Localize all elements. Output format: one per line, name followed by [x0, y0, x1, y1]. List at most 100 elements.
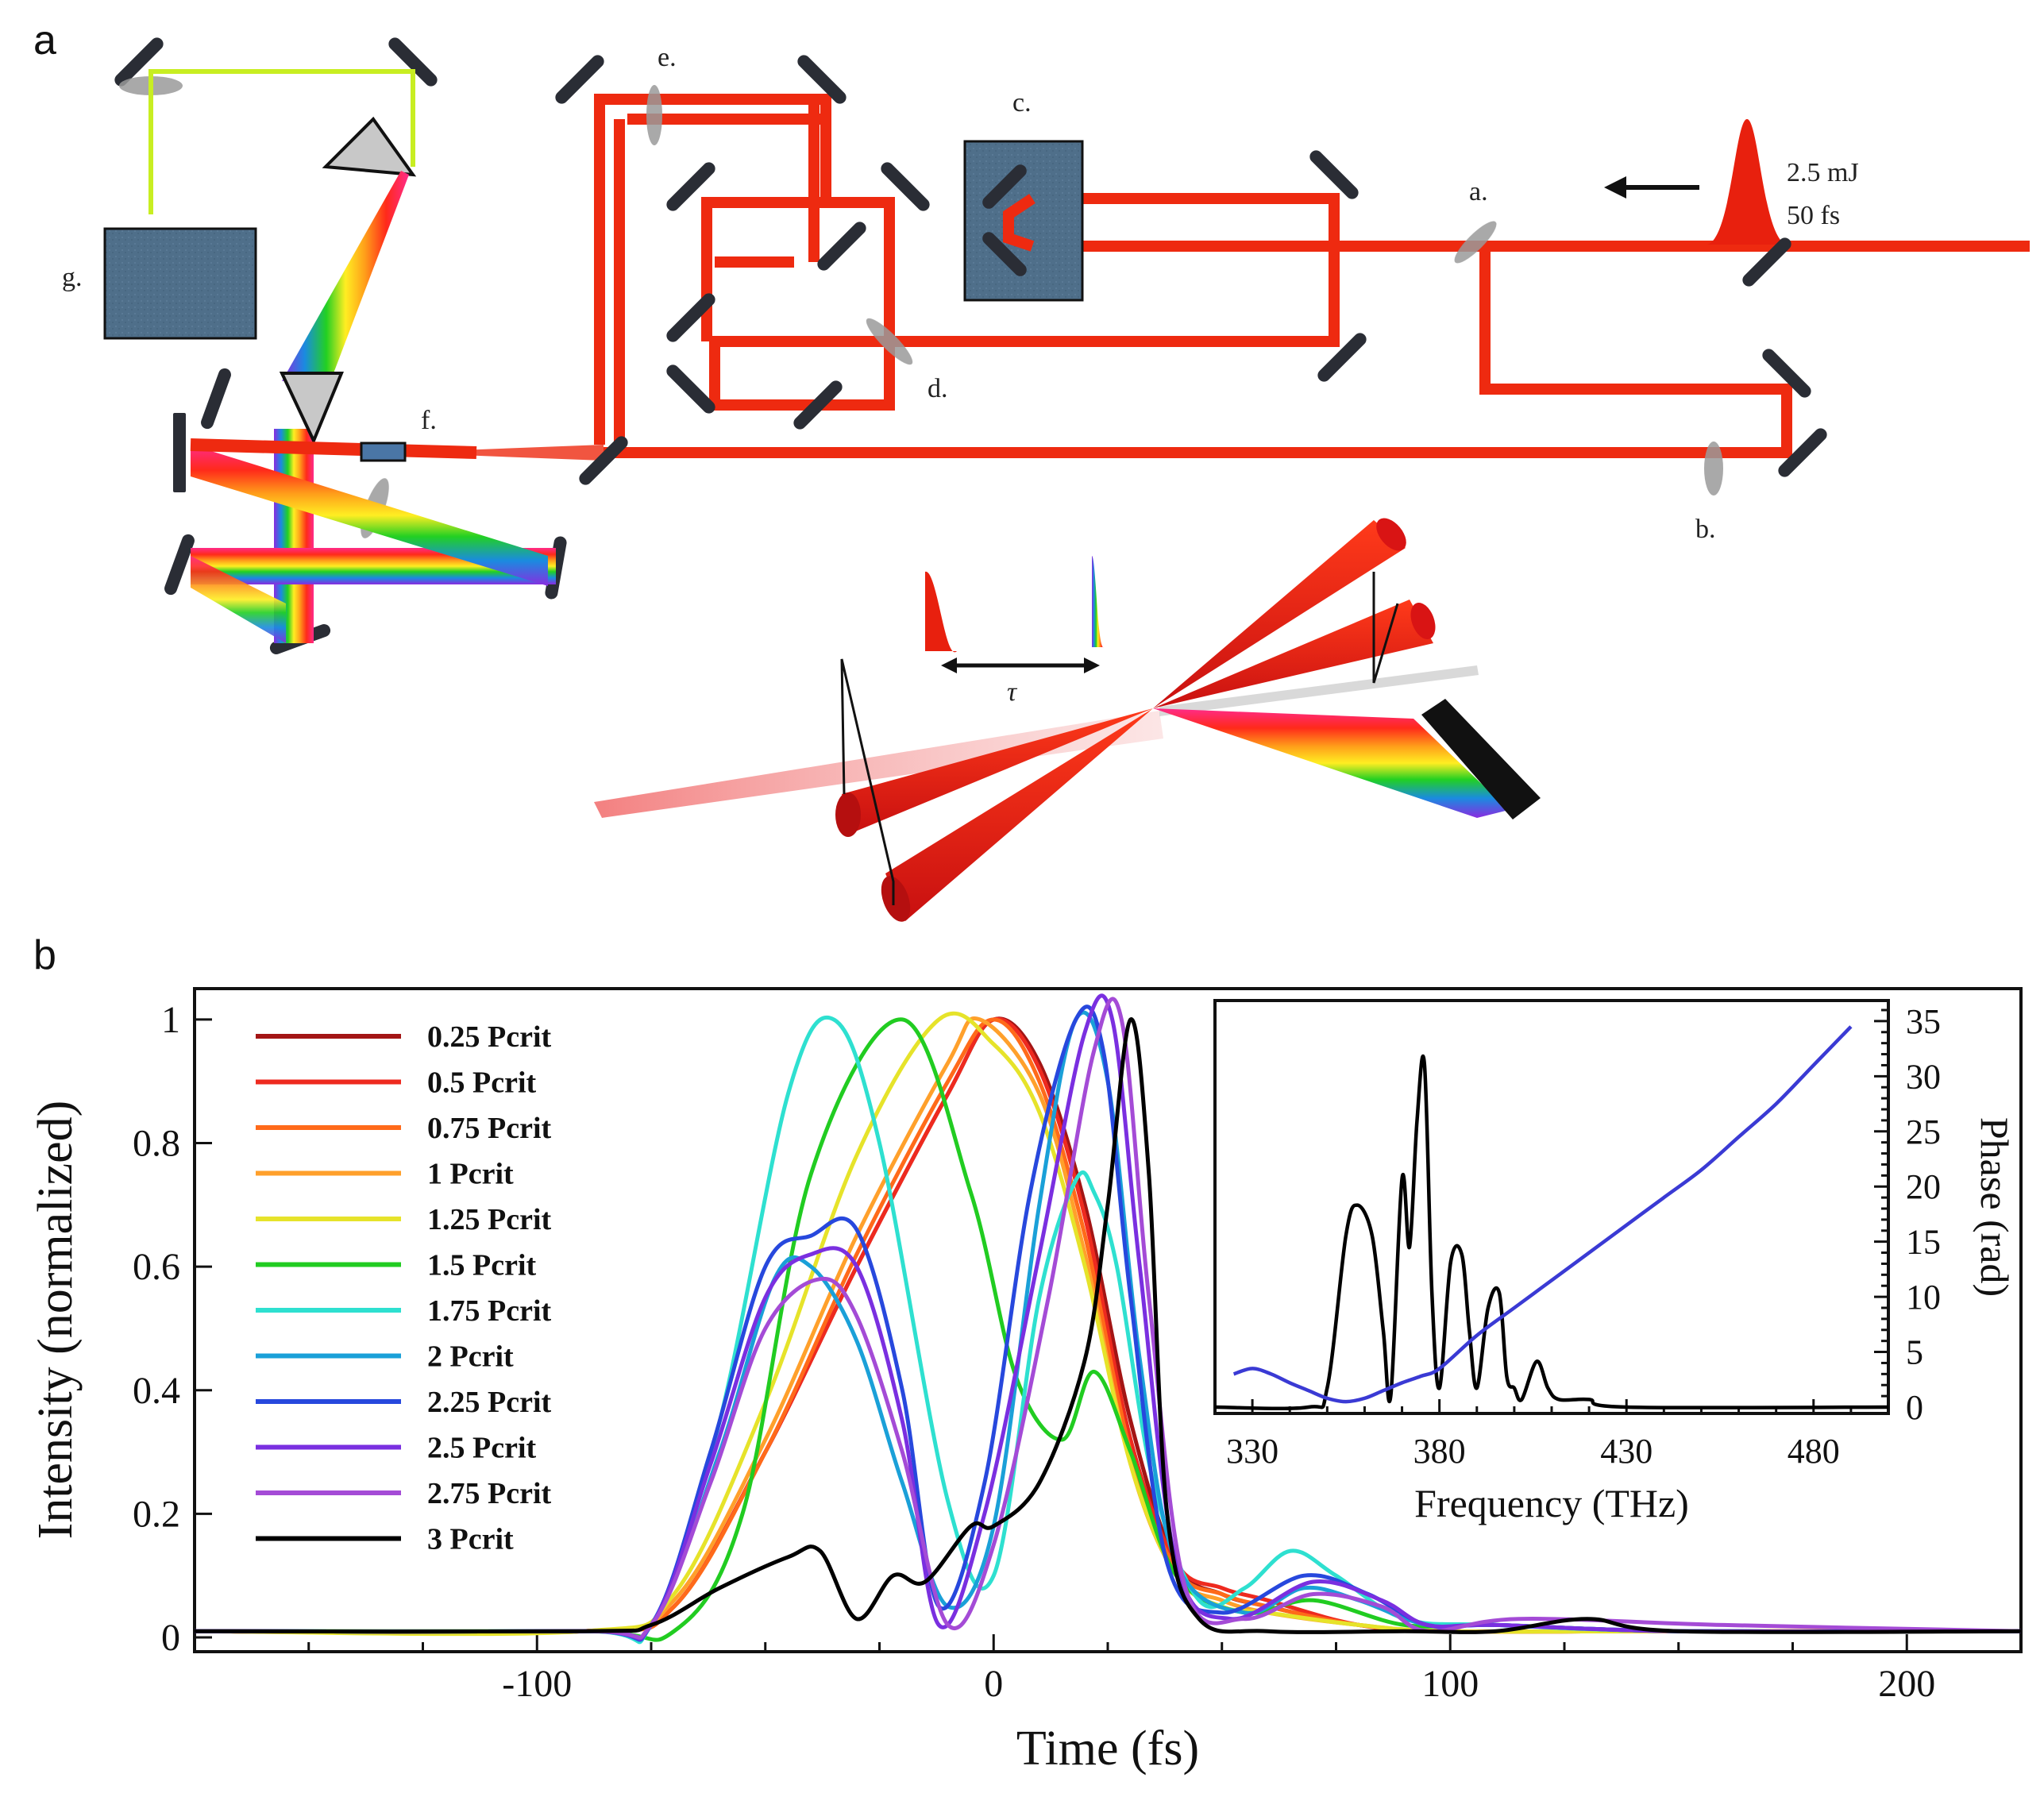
crossing-beams-inset: τ [594, 518, 1541, 922]
pulse-duration-label: 50 fs [1787, 201, 1840, 230]
mirror-icon [666, 162, 715, 211]
spectrometer-g [103, 227, 257, 340]
input-pulse-shape [1707, 119, 1787, 245]
inset-series-group [1214, 1025, 1889, 1411]
label-g: g. [62, 263, 83, 292]
mirror-icon [579, 436, 628, 485]
mirror-icon [555, 55, 604, 104]
panel-a-letter: a [33, 17, 56, 64]
panel-b: b 0 0.2 0.4 0.6 0.8 1 -100 0 100 200 Tim… [29, 932, 2023, 1776]
label-a: a. [1469, 177, 1488, 206]
mirror-icon [1742, 237, 1791, 287]
propagation-arrow-icon [1604, 176, 1626, 199]
y-tick-label: 0.2 [133, 1493, 180, 1535]
legend-label: 0.5 Pcrit [427, 1066, 537, 1100]
pump-beam-path [594, 94, 1792, 458]
mirror-icon [201, 368, 231, 430]
mirror-icon [1762, 349, 1811, 398]
rainbow-fan-upper [282, 171, 409, 381]
inset-y-tick-label: 30 [1906, 1057, 1941, 1096]
label-c: c. [1012, 88, 1032, 118]
input-beam: 2.5 mJ 50 fs [1040, 119, 2030, 252]
legend-label: 0.75 Pcrit [427, 1112, 552, 1145]
prism-icon [322, 116, 417, 177]
beam-splitter-a [1454, 221, 1497, 264]
legend-label: 1.75 Pcrit [427, 1294, 552, 1328]
series-line [194, 1017, 2022, 1634]
legend-label: 1 Pcrit [427, 1158, 514, 1191]
y-tick-label: 0.4 [133, 1370, 180, 1412]
mirror-icon [1309, 150, 1359, 199]
legend-label: 1.25 Pcrit [427, 1203, 552, 1236]
mirror-icon [797, 55, 847, 104]
inset-x-tick-label: 430 [1600, 1432, 1653, 1471]
pump-pulse-shape [925, 571, 957, 653]
panel-a: a 2.5 mJ 50 fs [33, 17, 2030, 922]
x-tick-label: 0 [984, 1663, 1003, 1705]
legend: 0.25 Pcrit 0.5 Pcrit 0.75 Pcrit 1 Pcrit 1.25… [256, 1020, 552, 1556]
lens-e [646, 85, 662, 145]
legend-label: 1.5 Pcrit [427, 1249, 537, 1282]
detector-icon [1421, 699, 1541, 819]
inset-y-tick-label: 0 [1906, 1388, 1923, 1427]
label-d: d. [928, 374, 948, 403]
mirror-icon [164, 534, 195, 596]
retro-mirror-icon [173, 413, 186, 492]
mirror-icon [982, 232, 1027, 276]
x-tick-label: -100 [502, 1663, 572, 1705]
cone-mid-right [1153, 600, 1433, 708]
inset-plot-area [1213, 999, 1890, 1415]
mirror-icon [817, 222, 866, 271]
beam-splitter-d [866, 318, 913, 365]
y-tick-label: 0.6 [133, 1246, 180, 1288]
main-series-group [194, 993, 2022, 1645]
series-line [194, 993, 2022, 1641]
inset-y-tick-label: 20 [1906, 1167, 1941, 1206]
inset-x-tick-label: 480 [1788, 1432, 1840, 1471]
spectrum-line [1214, 1055, 1889, 1411]
inset-y-tick-label: 10 [1906, 1278, 1941, 1317]
cone-upper-right [1153, 520, 1406, 708]
probe-pulse-shape [1092, 556, 1104, 648]
y-tick-label: 0 [161, 1617, 180, 1659]
legend-label: 2.5 Pcrit [427, 1432, 537, 1465]
inset-x-axis-title: Frequency (THz) [1414, 1481, 1689, 1525]
delay-tau-label: τ [1007, 677, 1018, 707]
rainbow-signal [1153, 708, 1509, 818]
panel-b-letter: b [33, 932, 56, 978]
mirror-icon [1778, 428, 1827, 477]
x-tick-label: 100 [1421, 1663, 1479, 1705]
inset-y-axis-title: Phase (rad) [1973, 1117, 2017, 1297]
y-tick-label: 1 [161, 999, 180, 1041]
inset-y-tick-label: 15 [1906, 1223, 1941, 1262]
legend-label: 2.25 Pcrit [427, 1386, 552, 1419]
cone-left [842, 708, 1153, 834]
y-tick-label: 0.8 [133, 1123, 180, 1165]
inset-y-tick-label: 5 [1906, 1333, 1923, 1372]
pulse-energy-label: 2.5 mJ [1787, 158, 1859, 187]
inset-y-tick-label: 25 [1906, 1113, 1941, 1151]
mirror-icon [666, 364, 715, 414]
phase-line [1232, 1025, 1853, 1404]
legend-label: 0.25 Pcrit [427, 1020, 552, 1054]
delay-right-arrow-icon [1084, 657, 1100, 673]
rainbow-diagonal [191, 445, 548, 586]
legend-label: 2 Pcrit [427, 1340, 514, 1374]
y-axis-title: Intensity (normalized) [29, 1101, 83, 1540]
delay-left-arrow-icon [941, 657, 957, 673]
label-b: b. [1695, 515, 1716, 544]
sample-f [360, 442, 407, 462]
diffracted-beam [148, 69, 415, 214]
mirror-icon [114, 37, 164, 87]
series-line [194, 997, 2022, 1640]
cone-lower-left [885, 708, 1153, 921]
label-e: e. [658, 43, 677, 72]
inset-x-tick-label: 330 [1226, 1432, 1278, 1471]
inset-x-tick-label: 380 [1413, 1432, 1466, 1471]
probe-beam-wide [594, 711, 1163, 818]
legend-label: 3 Pcrit [427, 1523, 514, 1556]
x-axis-title: Time (fs) [1016, 1722, 1199, 1776]
mirror-group [114, 37, 1827, 654]
legend-label: 2.75 Pcrit [427, 1477, 552, 1510]
